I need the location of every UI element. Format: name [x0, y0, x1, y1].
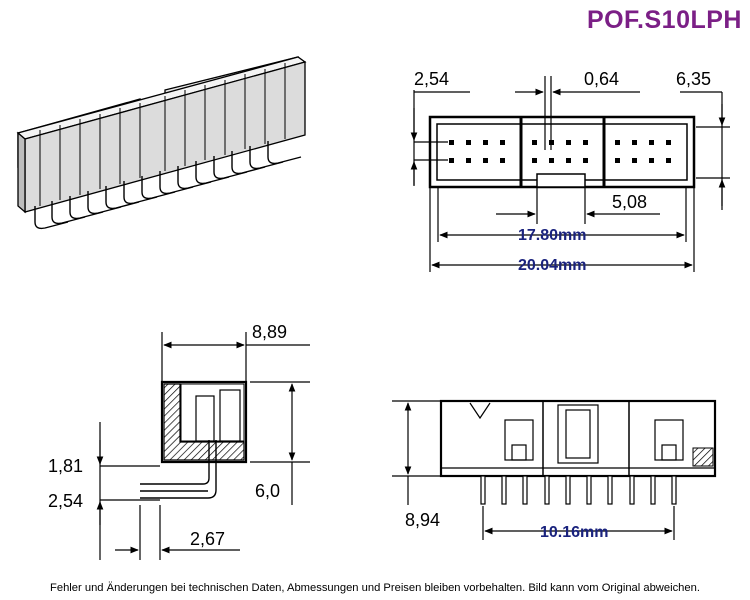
dim-pin-width: 0,64 — [584, 69, 619, 89]
front-view-drawing: 8,94 10.16mm — [392, 399, 717, 541]
dim-inner-length: 17.80mm — [518, 227, 587, 244]
disclaimer-footer: Fehler und Änderungen bei technischen Da… — [50, 582, 700, 594]
connector-3d-illustration — [16, 56, 307, 230]
dim-height-top: 6,35 — [676, 69, 711, 89]
dim-pitch: 2,54 — [414, 69, 449, 89]
dim-height-side: 6,0 — [255, 481, 280, 501]
dim-span: 10.16mm — [540, 524, 609, 541]
dim-pin-offset: 2,67 — [190, 529, 225, 549]
dim-outer-length: 20.04mm — [518, 257, 587, 274]
side-view-drawing: 8,89 1,81 2,54 6,0 2,67 — [48, 322, 310, 560]
top-view-drawing: 2,54 0,64 6,35 5,08 17.80mm 20.04mm — [410, 69, 730, 274]
part-number-title: POF.S10LPH — [586, 6, 742, 34]
dim-offset1: 1,81 — [48, 456, 83, 476]
dim-key-width: 5,08 — [612, 192, 647, 212]
dim-height-front: 8,94 — [405, 510, 440, 530]
dim-offset2: 2,54 — [48, 491, 83, 511]
dim-depth: 8,89 — [252, 322, 287, 342]
